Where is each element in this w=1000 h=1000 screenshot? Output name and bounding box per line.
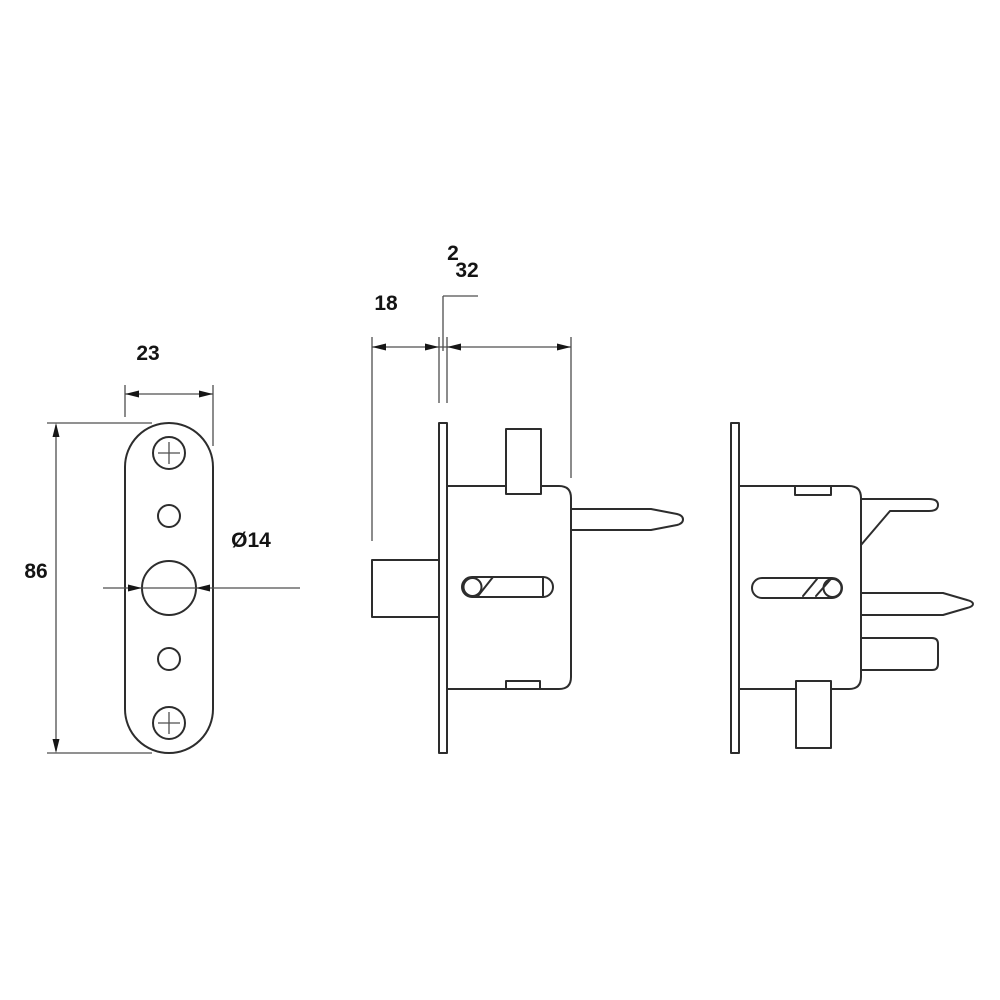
latch-hook — [860, 498, 939, 546]
spindle-pin-b — [860, 592, 974, 616]
small-hole-upper — [157, 504, 181, 528]
keyway-slot — [461, 576, 554, 598]
dim-label-height: 86 — [24, 560, 47, 583]
dim-label-hole-dia: Ø14 — [231, 529, 271, 552]
top-notch-b — [794, 485, 832, 496]
lock-side-view-a: 18 2 32 — [371, 242, 684, 754]
dim-label-plate-thickness: 2 — [447, 242, 459, 265]
bottom-tab-b — [795, 680, 832, 749]
spindle-pin — [570, 508, 684, 531]
lock-case — [446, 485, 572, 690]
dimension-width-23: 23 — [124, 342, 214, 446]
faceplate-edge — [438, 422, 448, 754]
dimension-18-2-32: 18 2 32 — [371, 242, 572, 541]
dim-label-backset: 18 — [374, 292, 398, 315]
faceplate-front-view: 23 86 Ø14 — [24, 342, 300, 754]
faceplate-edge-b — [730, 422, 740, 754]
lock-side-view-b — [730, 422, 974, 754]
bottom-notch — [505, 680, 541, 690]
screw-hole-bottom — [152, 706, 186, 740]
dimension-height-86: 86 — [24, 422, 152, 754]
dim-label-case-depth: 32 — [455, 259, 478, 282]
screw-hole-top — [152, 436, 186, 470]
keyway-slot-b — [751, 577, 843, 599]
small-hole-lower — [157, 647, 181, 671]
dimension-hole-dia-14: Ø14 — [103, 529, 300, 592]
top-tab — [505, 428, 542, 495]
lock-case-b — [738, 485, 862, 690]
cylinder-stub — [371, 559, 440, 618]
side-lug — [860, 637, 939, 671]
dim-label-width: 23 — [136, 342, 159, 365]
